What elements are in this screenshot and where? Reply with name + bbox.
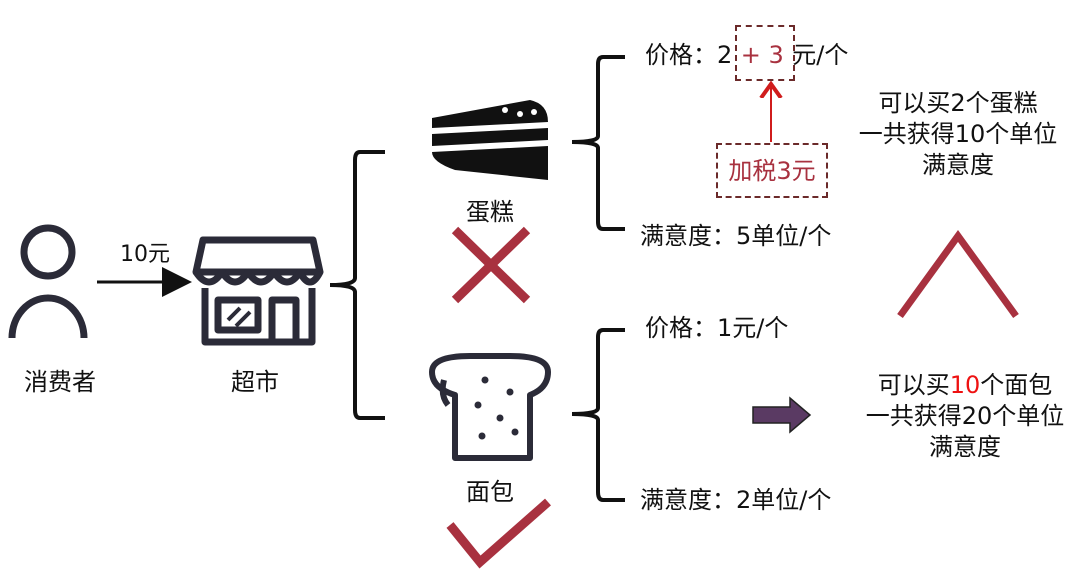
check-mark xyxy=(446,498,551,569)
bread-result: 可以买10个面包 一共获得20个单位 满意度 xyxy=(866,370,1065,463)
greater-than-sign xyxy=(897,230,1019,319)
bread-price: 价格：1元/个 xyxy=(645,314,789,342)
bread-result-suffix: 个面包 xyxy=(980,371,1053,399)
cake-price: 价格：2+ 3 元/个 xyxy=(645,43,848,67)
tax-note: 加税3元 xyxy=(728,157,816,185)
person-icon xyxy=(8,224,88,339)
bread-result-line: 可以买10个面包 xyxy=(866,370,1065,401)
cake-result-line: 一共获得10个单位 xyxy=(858,120,1058,148)
cake-price-base: 价格：2 xyxy=(645,41,733,69)
store-icon xyxy=(192,236,324,346)
cake-label: 蛋糕 xyxy=(466,198,514,226)
market-bracket xyxy=(329,150,385,420)
money-label: 10元 xyxy=(120,242,170,267)
cross-mark xyxy=(451,226,531,304)
bread-dots xyxy=(474,376,519,440)
market-label: 超市 xyxy=(231,368,279,396)
bread-icon xyxy=(429,353,551,461)
result-arrow xyxy=(752,396,812,434)
cake-result: 可以买2个蛋糕 一共获得10个单位 满意度 xyxy=(859,88,1058,181)
cake-result-line: 满意度 xyxy=(921,151,994,179)
bread-label: 面包 xyxy=(466,478,514,506)
cake-result-line: 可以买2个蛋糕 xyxy=(878,89,1038,117)
cake-tax-add: + 3 xyxy=(740,41,784,69)
bread-result-prefix: 可以买 xyxy=(877,371,950,399)
bread-result-count: 10 xyxy=(949,371,981,399)
bread-result-line: 一共获得20个单位 xyxy=(865,402,1065,430)
bread-bracket xyxy=(571,328,625,502)
consumer-label: 消费者 xyxy=(24,368,96,396)
tax-note-box xyxy=(716,143,828,198)
cake-bracket xyxy=(571,55,625,231)
bread-result-line: 满意度 xyxy=(928,433,1001,461)
tax-add-box xyxy=(735,25,795,81)
cake-satisfaction: 满意度：5单位/个 xyxy=(640,222,832,250)
cake-price-unit: 元/个 xyxy=(792,41,849,69)
bread-satisfaction: 满意度：2单位/个 xyxy=(640,486,832,514)
cake-icon xyxy=(432,100,548,180)
